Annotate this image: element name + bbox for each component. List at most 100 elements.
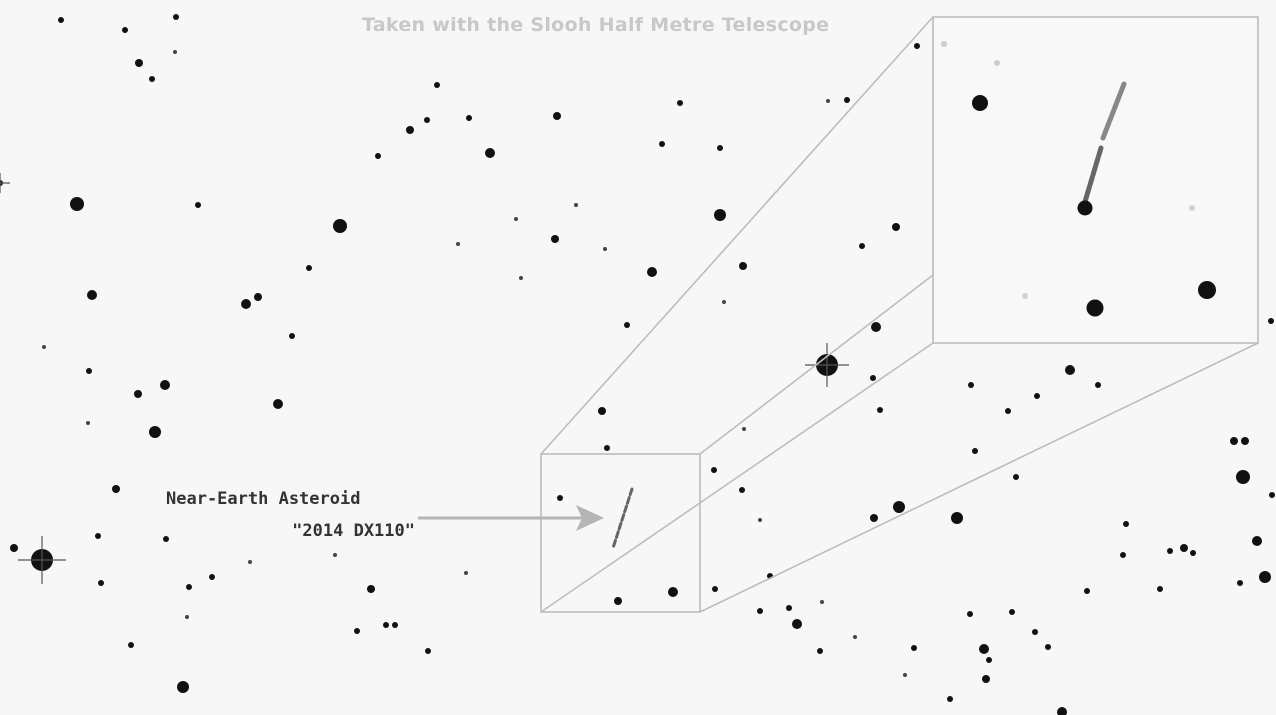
star xyxy=(1241,437,1249,445)
star xyxy=(98,580,104,586)
star xyxy=(163,536,169,542)
star xyxy=(1084,588,1090,594)
star xyxy=(425,648,431,654)
star xyxy=(742,427,746,431)
star xyxy=(1095,382,1101,388)
star xyxy=(717,145,723,151)
star xyxy=(383,622,389,628)
star xyxy=(86,421,90,425)
star xyxy=(982,675,990,683)
star xyxy=(1230,437,1238,445)
star xyxy=(877,407,883,413)
star xyxy=(853,635,857,639)
star xyxy=(128,642,134,648)
zoom-callout xyxy=(540,16,1259,613)
star xyxy=(677,100,683,106)
asteroid-label-line2: "2014 DX110" xyxy=(292,521,415,541)
star xyxy=(820,600,824,604)
star xyxy=(87,290,97,300)
star xyxy=(173,50,177,54)
star-glint xyxy=(18,536,66,584)
star xyxy=(624,322,630,328)
star xyxy=(254,293,262,301)
star xyxy=(758,518,762,522)
star xyxy=(434,82,440,88)
star xyxy=(392,622,398,628)
star xyxy=(844,97,850,103)
inset-asteroid-streak-lower xyxy=(1081,145,1104,208)
star xyxy=(177,681,189,693)
star xyxy=(195,202,201,208)
connector-line xyxy=(699,342,1259,613)
star xyxy=(786,605,792,611)
star xyxy=(967,611,973,617)
star xyxy=(1268,318,1274,324)
star xyxy=(464,571,468,575)
star xyxy=(603,247,607,251)
star-glint xyxy=(805,343,849,387)
inset-faint-star xyxy=(1022,293,1028,299)
star xyxy=(173,14,179,20)
star xyxy=(951,512,963,524)
star xyxy=(306,265,312,271)
highlight-box xyxy=(540,453,701,613)
star xyxy=(712,586,718,592)
star xyxy=(714,209,726,221)
star xyxy=(1252,536,1262,546)
inset-star xyxy=(1198,281,1216,299)
star xyxy=(647,267,657,277)
star xyxy=(614,597,622,605)
star xyxy=(1005,408,1011,414)
star xyxy=(557,495,563,501)
star xyxy=(892,223,900,231)
star xyxy=(668,587,678,597)
star xyxy=(273,399,283,409)
connector-line xyxy=(540,342,934,613)
star xyxy=(10,544,18,552)
inset-faint-star xyxy=(1189,205,1195,211)
star xyxy=(70,197,84,211)
star xyxy=(122,27,128,33)
star xyxy=(42,345,46,349)
star xyxy=(289,333,295,339)
star xyxy=(1259,571,1271,583)
star xyxy=(333,553,337,557)
star xyxy=(112,485,120,493)
inset-asteroid-streak-upper xyxy=(1100,81,1127,141)
image-credit-caption: Taken with the Slooh Half Metre Telescop… xyxy=(362,14,830,36)
star xyxy=(58,17,64,23)
star xyxy=(519,276,523,280)
inset-panel xyxy=(932,16,1259,344)
star xyxy=(241,299,251,309)
connector-line xyxy=(699,274,934,455)
star xyxy=(134,390,142,398)
star xyxy=(1009,609,1015,615)
star xyxy=(248,560,252,564)
star-glint xyxy=(0,173,10,193)
star xyxy=(375,153,381,159)
star xyxy=(1237,580,1243,586)
star xyxy=(574,203,578,207)
star xyxy=(185,615,189,619)
star xyxy=(1190,550,1196,556)
star xyxy=(1032,629,1038,635)
star xyxy=(870,514,878,522)
star xyxy=(986,657,992,663)
star xyxy=(406,126,414,134)
star xyxy=(354,628,360,634)
star xyxy=(514,217,518,221)
star xyxy=(972,448,978,454)
star xyxy=(149,76,155,82)
star xyxy=(1167,548,1173,554)
star xyxy=(424,117,430,123)
star xyxy=(739,487,745,493)
star xyxy=(1120,552,1126,558)
star xyxy=(135,59,143,67)
star xyxy=(1180,544,1188,552)
star xyxy=(979,644,989,654)
star xyxy=(947,696,953,702)
connector-line xyxy=(540,16,934,455)
star xyxy=(817,648,823,654)
star xyxy=(1065,365,1075,375)
star xyxy=(149,426,161,438)
